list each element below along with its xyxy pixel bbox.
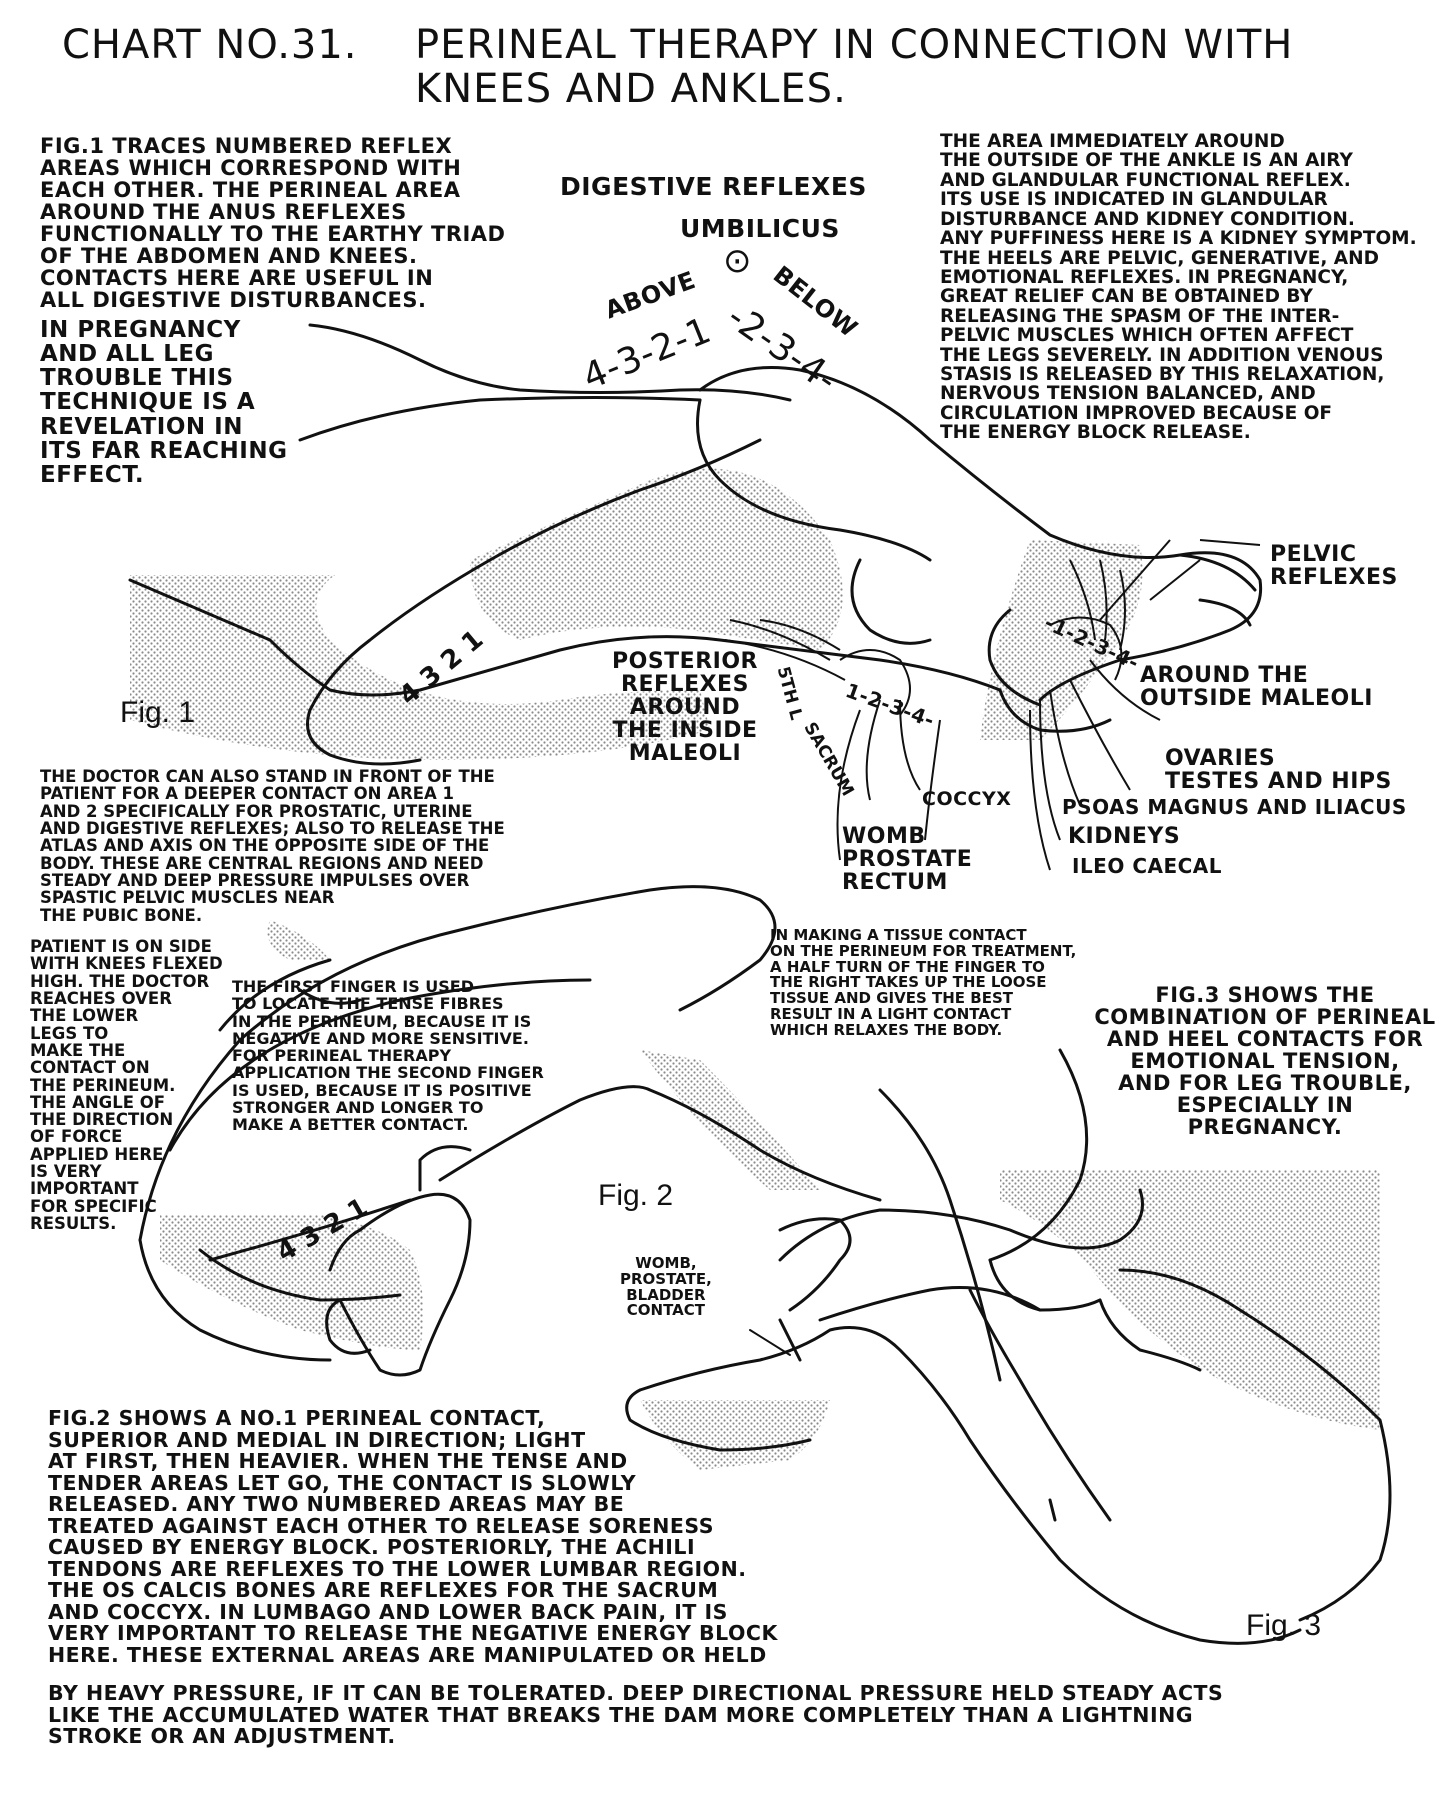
umbilicus-icon: ⊙ <box>723 241 752 281</box>
ankle-description: THE AREA IMMEDIATELY AROUND THE OUTSIDE … <box>940 131 1417 444</box>
digestive-reflexes-label: DIGESTIVE REFLEXES <box>560 172 867 201</box>
chart-heading-line1: PERINEAL THERAPY IN CONNECTION WITH <box>415 22 1294 68</box>
fig2-description: FIG.2 SHOWS A NO.1 PERINEAL CONTACT, SUP… <box>48 1406 778 1667</box>
ovaries-label: OVARIES TESTES AND HIPS <box>1165 746 1392 795</box>
fig3-caption: Fig. 3 <box>1246 1609 1322 1642</box>
fig2-shading <box>160 920 820 1350</box>
psoas-label: PSOAS MAGNUS AND ILIACUS <box>1062 795 1407 819</box>
pregnancy-note: IN PREGNANCY AND ALL LEG TROUBLE THIS TE… <box>40 317 288 488</box>
ileo-caecal-label: ILEO CAECAL <box>1072 854 1223 878</box>
umbilicus-label: UMBILICUS <box>680 214 840 243</box>
tissue-contact-note: IN MAKING A TISSUE CONTACT ON THE PERINE… <box>770 926 1077 1039</box>
chart-number: CHART NO.31. <box>62 22 358 68</box>
pressure-note: BY HEAVY PRESSURE, IF IT CAN BE TOLERATE… <box>48 1681 1224 1749</box>
doctor-front-note: THE DOCTOR CAN ALSO STAND IN FRONT OF TH… <box>40 767 505 925</box>
posterior-reflexes-label: POSTERIOR REFLEXES AROUND THE INSIDE MAL… <box>612 649 758 767</box>
kidneys-label: KIDNEYS <box>1068 824 1181 849</box>
pelvic-reflexes-label: PELVIC REFLEXES <box>1270 542 1398 591</box>
around-outside-maleoli-label: AROUND THE OUTSIDE MALEOLI <box>1140 663 1373 712</box>
fig1-pointer-lines <box>724 539 1261 871</box>
womb-prostate-rectum-label: WOMB PROSTATE RECTUM <box>842 824 973 896</box>
chart-heading-line2: KNEES AND ANKLES. <box>415 66 847 112</box>
fig3-description: FIG.3 SHOWS THE COMBINATION OF PERINEAL … <box>1094 983 1436 1140</box>
fig1-caption: Fig. 1 <box>120 696 196 729</box>
fig1-shading <box>130 468 1143 760</box>
fig2-figure <box>138 885 882 1377</box>
ankle-arcs <box>759 616 1123 716</box>
coccyx-label: COCCYX <box>922 788 1012 810</box>
fig2-caption: Fig. 2 <box>598 1179 674 1212</box>
fig3-shading <box>640 1170 1380 1470</box>
womb-prostate-bladder-label: WOMB, PROSTATE, BLADDER CONTACT <box>620 1254 712 1320</box>
fig1-description: FIG.1 TRACES NUMBERED REFLEX AREAS WHICH… <box>40 134 506 313</box>
first-finger-note: THE FIRST FINGER IS USED TO LOCATE THE T… <box>232 977 544 1135</box>
patient-side-note: PATIENT IS ON SIDE WITH KNEES FLEXED HIG… <box>30 937 223 1233</box>
fig3-figure <box>625 1048 1392 1645</box>
